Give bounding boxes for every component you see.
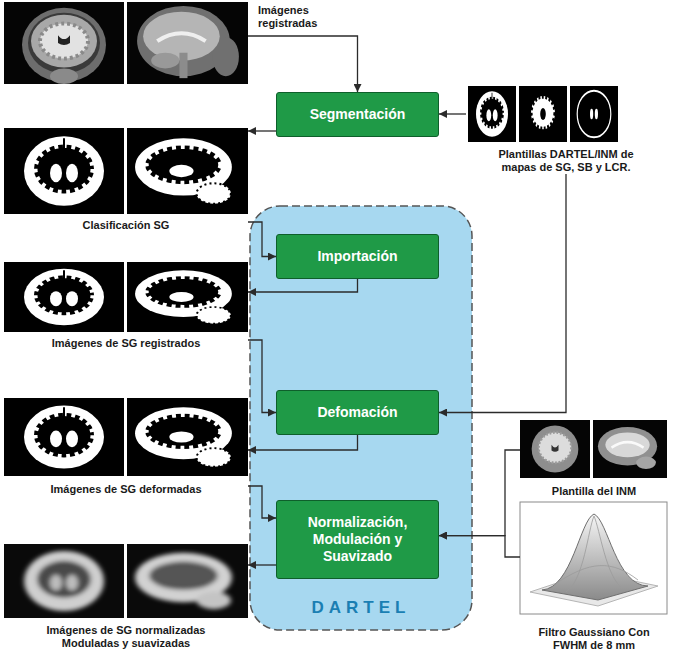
image-caption: Imágenes registradas [258,4,338,30]
image-caption: Clasificación SG [4,219,248,232]
image-caption: Filtro Gaussiano Con FWHM de 8 mm [520,626,668,652]
csf-template [570,86,618,142]
step-label: Defomación [317,404,397,421]
image-panel: Clasificación SG [4,128,248,232]
mri-sagittal [127,2,248,84]
image-caption: Plantilla del INM [520,485,668,498]
flow-arrow [248,130,276,131]
gm-coronal [4,398,124,476]
template-coronal [520,420,590,478]
image-panel: Imágenes de SG deformadas [4,398,248,496]
flow-arrow [248,564,276,565]
process-box: Segmentación [276,92,439,137]
process-box: Defomación [276,390,439,435]
flow-arrow [248,340,276,413]
flow-arrow [439,536,520,557]
image-caption: Imágenes de SG deformadas [4,483,248,496]
gaussian-plot [520,502,667,614]
flow-arrow [439,174,566,413]
smoothed-sagittal [127,544,248,618]
process-box: Importación [276,234,439,279]
region-title: DARTEL [250,598,472,618]
image-panel: Imágenes registradas [4,2,248,84]
gm-sagittal [127,128,248,214]
image-panel: Imágenes de SG normalizadas Moduladas y … [4,544,248,650]
mri-coronal [4,2,124,84]
flow-arrow [248,222,276,257]
gm-sagittal [127,262,248,332]
image-caption: Imágenes de SG normalizadas Moduladas y … [40,624,212,650]
step-label: Segmentación [310,106,406,123]
flow-arrow [248,435,358,450]
flow-arrow [439,113,466,114]
template-sagittal [593,420,667,478]
region-outline [250,206,472,630]
image-panel: Plantilla del INM [520,420,668,498]
image-panel: Filtro Gaussiano Con FWHM de 8 mm [520,502,668,652]
gm-coronal [4,128,124,214]
gm-coronal [4,262,124,332]
gm-template [468,86,516,142]
image-panel: Imágenes de SG registrados [4,262,248,350]
flow-arrow [248,36,358,92]
flow-arrow [248,279,358,292]
step-label: Normalización, Modulación y Suavizado [283,514,432,565]
dartel-region: DARTEL ImportaciónDefomaciónNormalización… [250,206,472,630]
gm-sagittal [127,398,248,476]
flow-arrow [439,450,520,536]
image-panel: Plantillas DARTEL/INM de mapas de SG, SB… [466,86,666,174]
flow-arrow [248,486,276,518]
image-caption: Imágenes de SG registrados [4,337,248,350]
step-label: Importación [317,248,397,265]
wm-template [519,86,567,142]
process-box: Normalización, Modulación y Suavizado [276,500,439,579]
smoothed-coronal [4,544,124,618]
image-caption: Plantillas DARTEL/INM de mapas de SG, SB… [484,148,649,174]
